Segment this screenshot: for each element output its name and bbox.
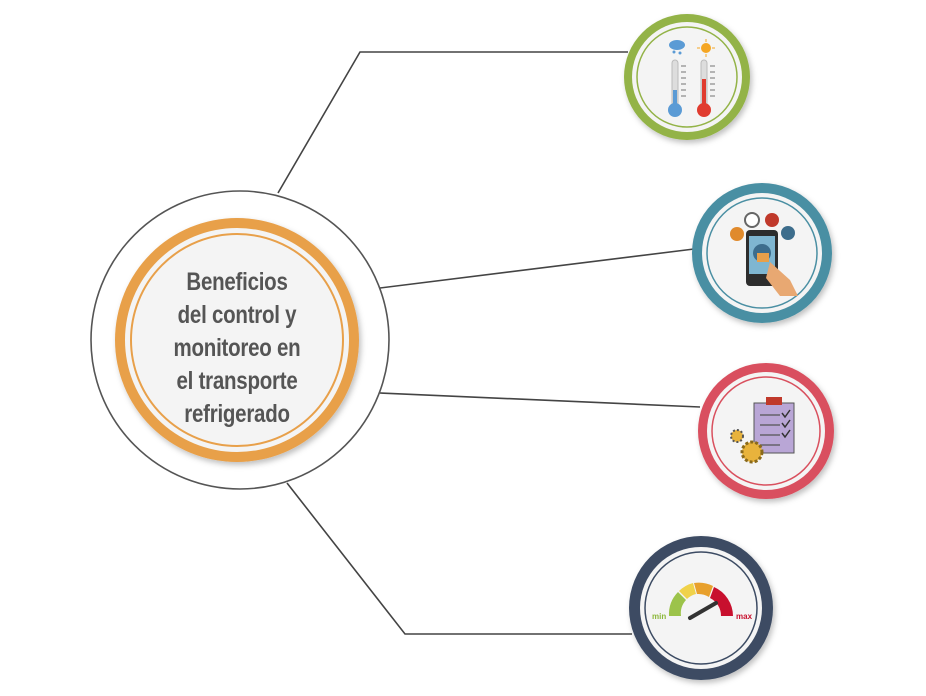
title-line: refrigerado xyxy=(184,400,290,428)
connector-3 xyxy=(379,392,701,408)
central-title: Beneficios del control y monitoreo en el… xyxy=(155,266,319,431)
connector-1 xyxy=(277,51,628,194)
node-gauge: min max xyxy=(629,536,773,680)
gauge-icon: min max xyxy=(652,582,753,621)
title-line: del control y xyxy=(177,301,297,329)
node-remote-monitoring xyxy=(692,183,832,323)
connector-4 xyxy=(286,482,632,635)
thermometers-icon xyxy=(668,39,715,117)
title-line: Beneficios xyxy=(186,268,288,296)
central-node xyxy=(90,190,390,490)
checklist-gears-icon xyxy=(730,397,795,464)
gauge-max-label: max xyxy=(736,612,753,621)
connector-2 xyxy=(379,248,695,289)
title-line: monitoreo en xyxy=(173,334,301,362)
node-temperature xyxy=(624,14,750,140)
gauge-min-label: min xyxy=(652,612,666,621)
node-process-control xyxy=(698,363,834,499)
smartphone-security-icon xyxy=(730,212,798,296)
title-line: el transporte xyxy=(176,367,298,395)
